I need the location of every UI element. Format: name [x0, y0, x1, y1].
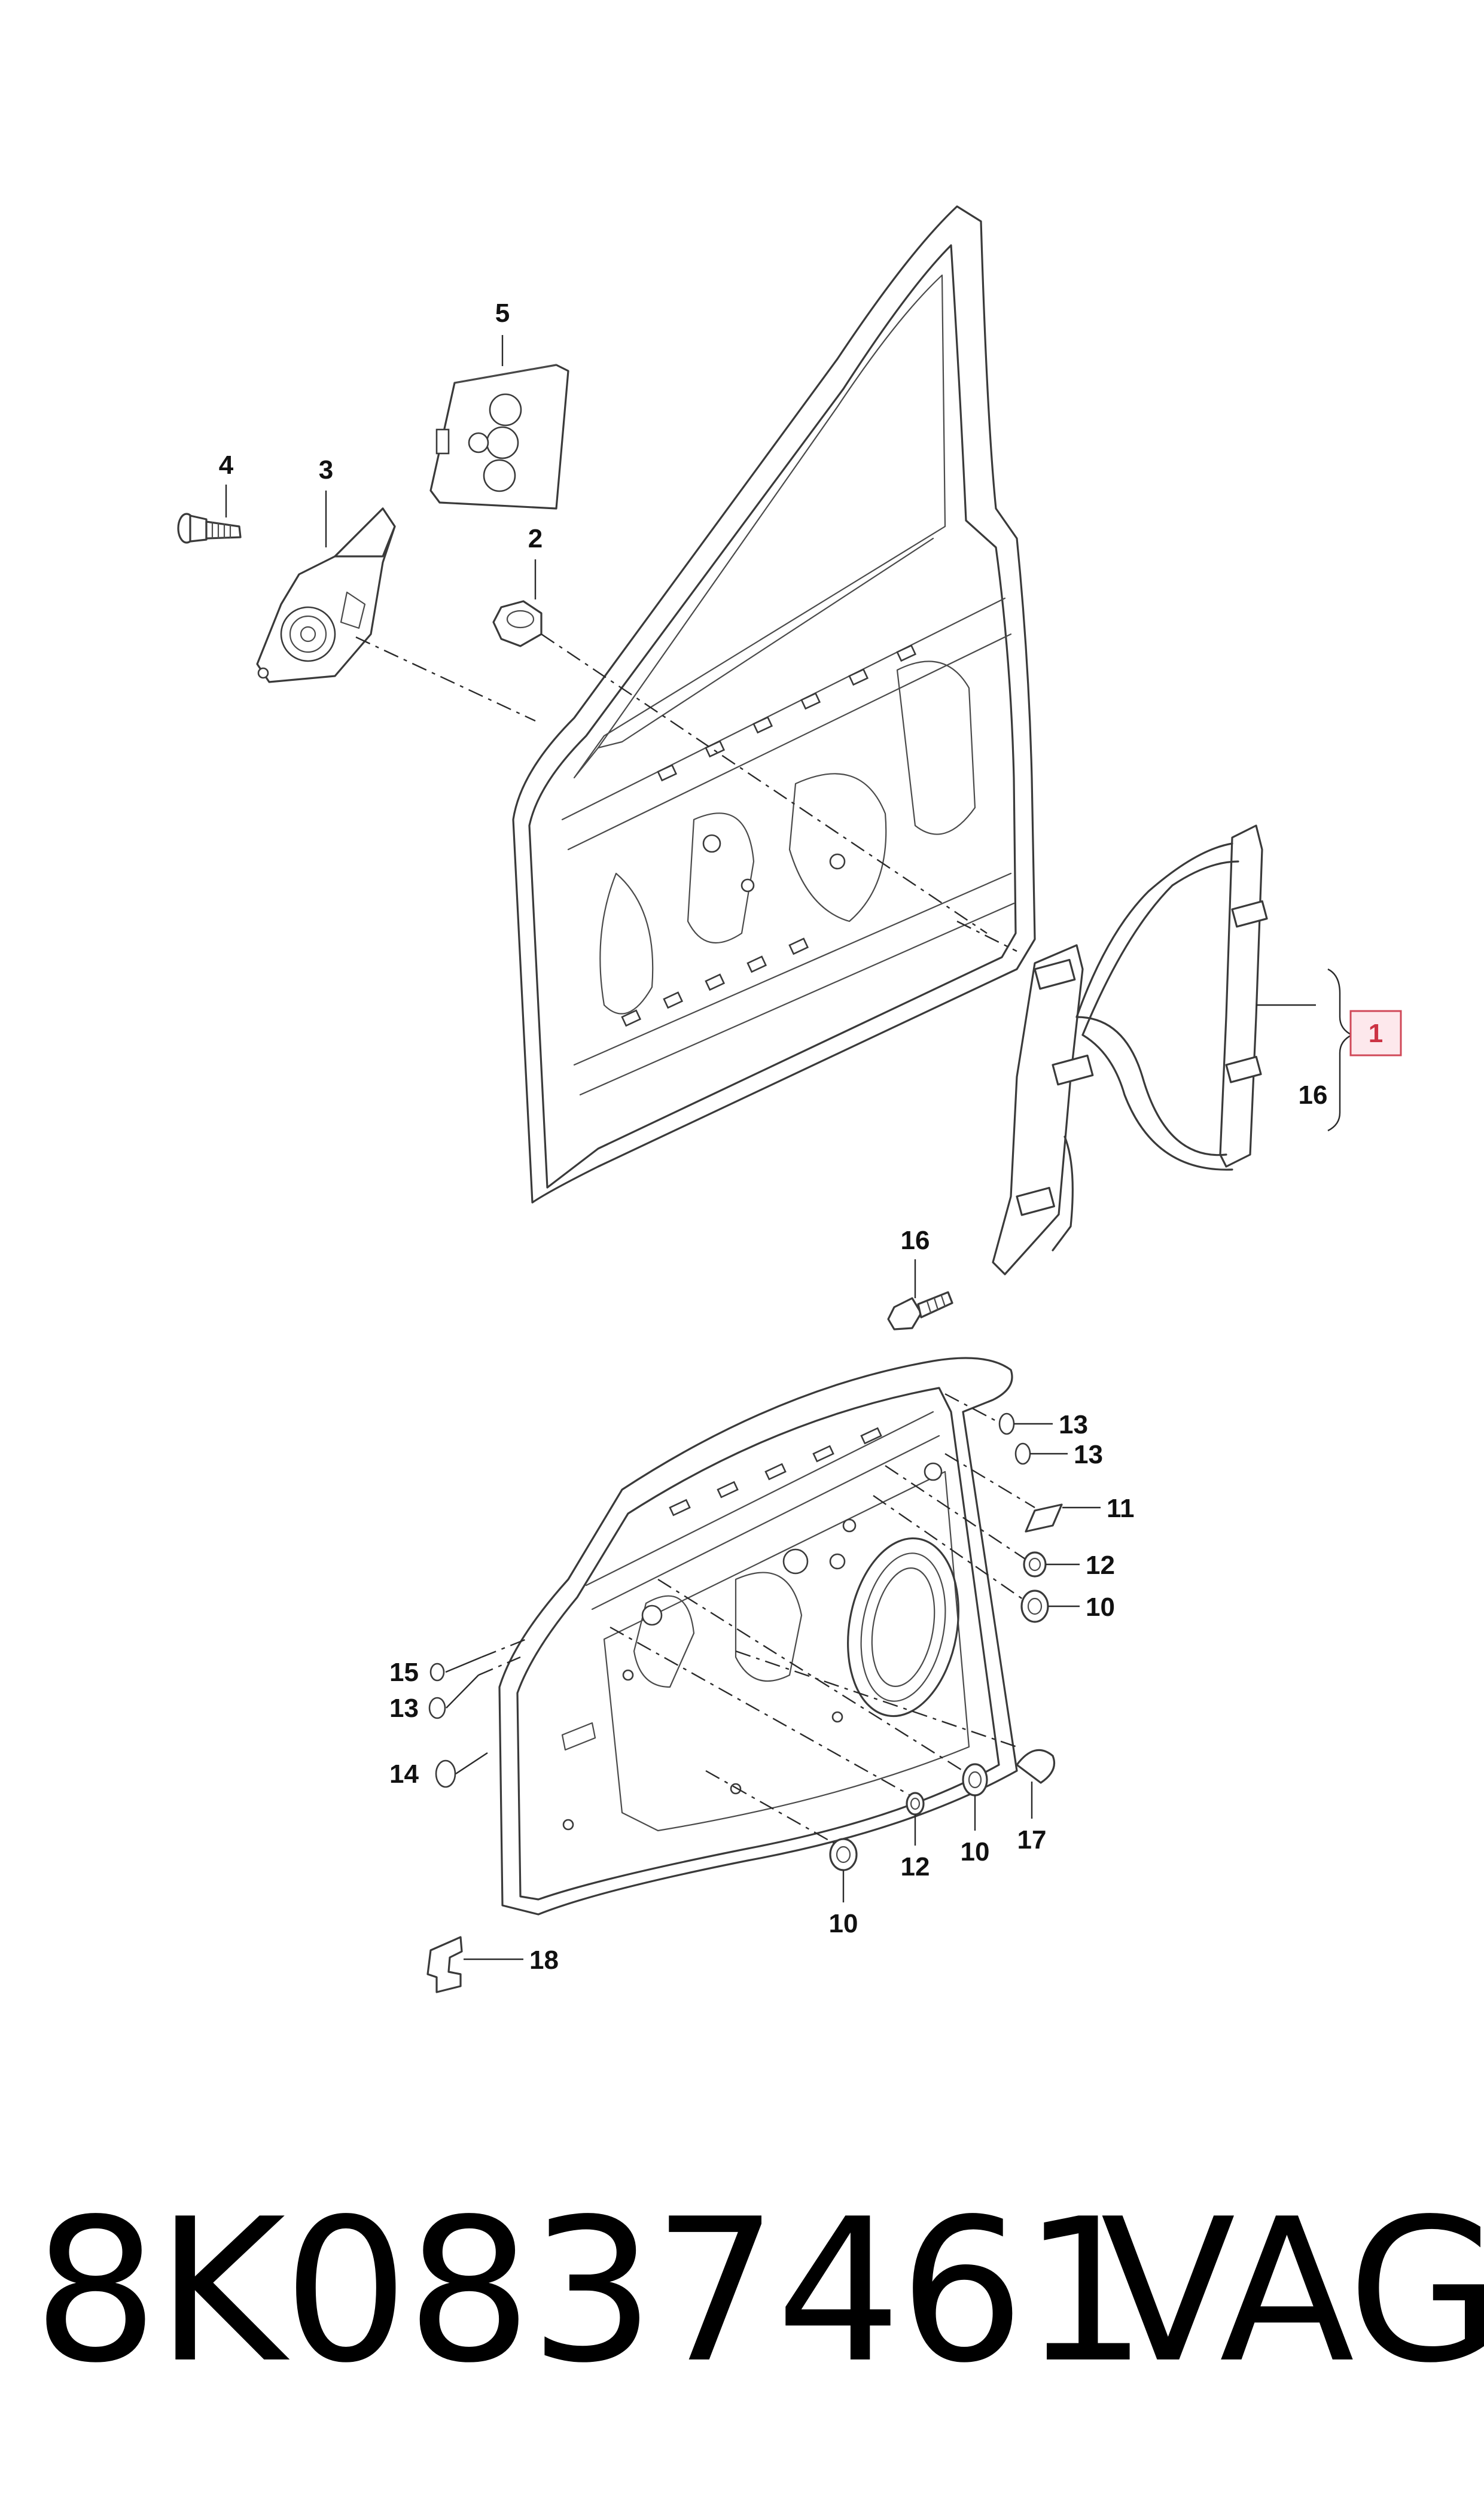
door-inner-panel [498, 1357, 1018, 1916]
control-unit [429, 335, 569, 510]
callout-15: 15 [389, 1658, 419, 1687]
callout-labels: 1 2 3 4 5 16 16 13 13 11 12 10 15 13 14 … [219, 299, 1383, 1975]
footer: 8K0837461 VAG [0, 2166, 1484, 2417]
callout-1: 1 [1369, 1019, 1383, 1048]
regulator-bolt [887, 1259, 953, 1330]
callout-10-a: 10 [1086, 1593, 1115, 1622]
callout-18: 18 [529, 1945, 559, 1975]
callout-16-regulator: 16 [1299, 1080, 1328, 1110]
bolt [177, 485, 242, 544]
callout-10-b: 10 [961, 1837, 990, 1867]
door-frame-upper [512, 205, 1036, 1204]
callout-2: 2 [528, 524, 543, 553]
callout-13-b: 13 [1074, 1440, 1103, 1469]
exploded-parts-diagram: 1 2 3 4 5 16 16 13 13 11 12 10 15 13 14 … [177, 205, 1402, 1993]
nut [492, 559, 543, 647]
callout-highlight-box [1349, 1010, 1402, 1056]
callout-3: 3 [319, 455, 333, 485]
callout-5: 5 [495, 299, 510, 328]
callout-13-a: 13 [1059, 1410, 1088, 1439]
window-regulator [992, 824, 1402, 1275]
brand-name: VAG [1101, 2176, 1484, 2406]
callout-17: 17 [1017, 1825, 1047, 1855]
callout-12-a: 12 [1086, 1551, 1115, 1580]
callout-14: 14 [389, 1759, 419, 1789]
part-number: 8K0837461 [33, 2176, 1148, 2406]
callout-10-c: 10 [829, 1909, 858, 1938]
callout-16-bolt: 16 [901, 1226, 930, 1255]
callout-4: 4 [219, 450, 234, 480]
regulator-motor [256, 491, 396, 683]
callout-11: 11 [1107, 1494, 1135, 1523]
callout-12-b: 12 [901, 1852, 930, 1881]
callout-13-c: 13 [389, 1694, 419, 1723]
fasteners-lower [426, 1412, 1101, 1993]
